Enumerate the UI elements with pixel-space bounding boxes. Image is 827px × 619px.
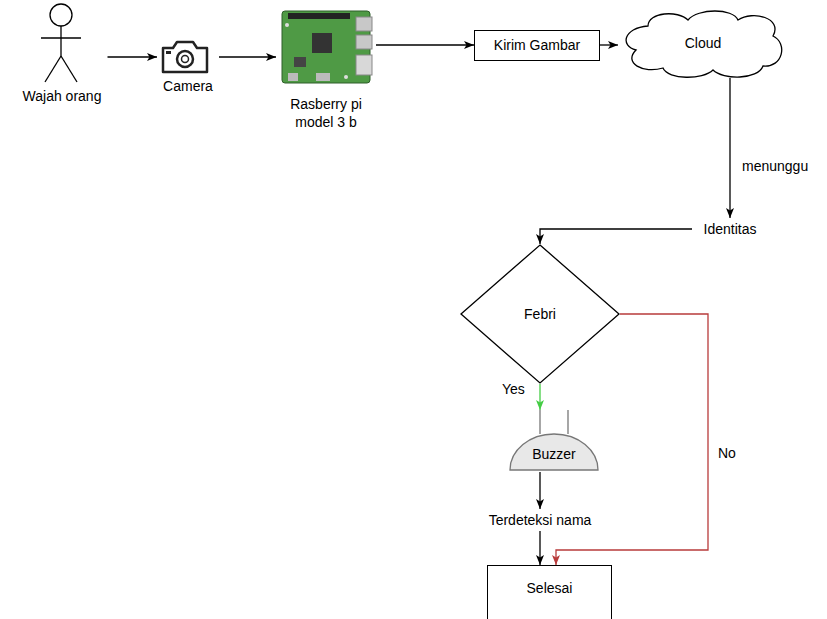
- camera-outline: [157, 38, 213, 74]
- edge-label: No: [716, 445, 738, 462]
- camera-icon: Camera: [157, 38, 219, 96]
- connector: [108, 56, 158, 57]
- actor-figure: Wajah orang: [17, 2, 108, 106]
- connector: [540, 229, 692, 244]
- node-label: Terdeteksi nama: [489, 512, 592, 529]
- pi-outline: [276, 5, 376, 91]
- node-label: Buzzer: [532, 446, 576, 463]
- decision-diamond: Febri: [460, 244, 620, 384]
- connector: [539, 531, 540, 565]
- node-label: Wajah orang: [23, 88, 102, 105]
- node-label: Febri: [524, 306, 556, 323]
- buzzer-symbol: Buzzer: [508, 410, 600, 472]
- connector: [539, 384, 540, 410]
- connector: [539, 472, 540, 509]
- connector: [219, 56, 276, 57]
- node-label: Camera: [163, 78, 213, 95]
- process-box: Kirim Gambar: [474, 30, 600, 61]
- text-node: Identitas: [692, 218, 768, 240]
- edge-label: menunggu: [740, 158, 810, 175]
- raspberry-pi-board: Rasberry pi model 3 b: [276, 5, 376, 133]
- edge-label: Yes: [500, 381, 527, 398]
- connector: [729, 78, 730, 218]
- text-node: Terdeteksi nama: [480, 509, 600, 531]
- connector: [600, 44, 618, 45]
- node-label: Cloud: [685, 35, 722, 52]
- node-label: Selesai: [527, 580, 573, 597]
- cloud-shape: Cloud: [618, 8, 788, 78]
- node-label: Identitas: [704, 221, 757, 238]
- node-label: Rasberry pi model 3 b: [284, 95, 368, 131]
- node-label: Kirim Gambar: [494, 37, 580, 54]
- connector: [376, 44, 474, 45]
- end-box: Selesai: [487, 565, 612, 619]
- figure-outline: [17, 2, 105, 84]
- buzzer-outline: [508, 410, 600, 472]
